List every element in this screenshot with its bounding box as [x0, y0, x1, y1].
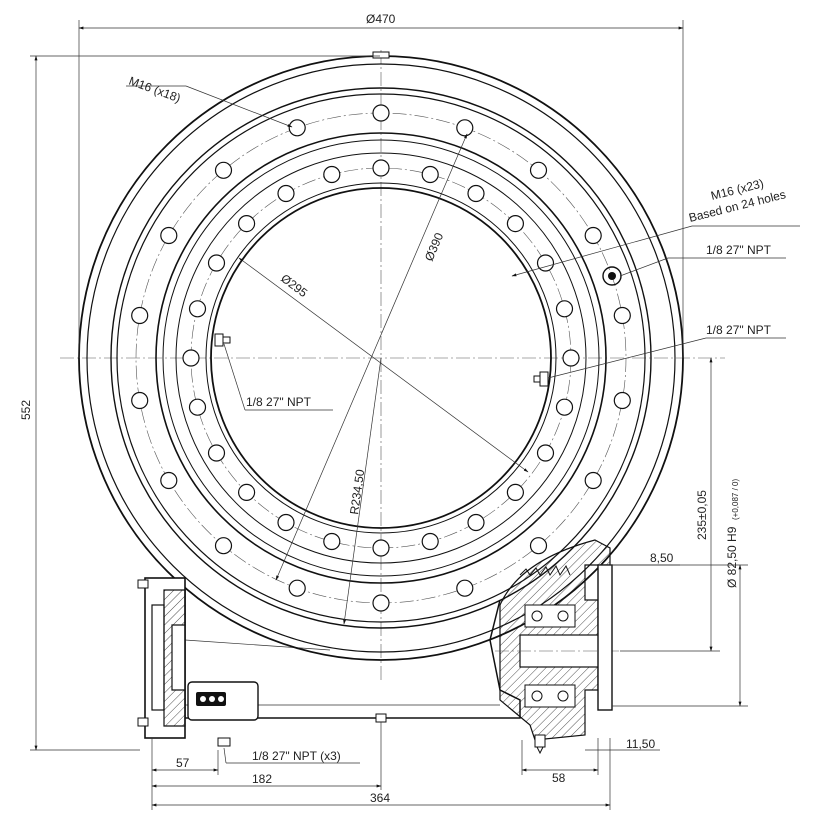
- bolt-hole: [277, 513, 295, 532]
- bolt-hole: [323, 165, 341, 184]
- bolt-hole: [555, 398, 574, 416]
- bolt-hole: [182, 349, 200, 367]
- npt-top-right-callout: 1/8 27" NPT: [706, 243, 772, 257]
- bolt-hole: [238, 483, 256, 501]
- bolt-hole: [536, 254, 555, 272]
- bolt-hole: [207, 444, 226, 462]
- inner-bore-label: Ø295: [278, 271, 310, 300]
- bolt-hole: [467, 513, 485, 532]
- bolt-hole: [506, 215, 525, 233]
- bolt-hole: [372, 594, 390, 612]
- left-flange: [137, 577, 186, 739]
- dimension-lines: [30, 20, 748, 810]
- bolt-hole: [584, 471, 602, 490]
- bolt-hole: [323, 532, 341, 551]
- bolt-circle-label: Ø390: [422, 230, 446, 263]
- shaft-tolerance-label: (+0,087 / 0): [731, 479, 740, 520]
- bolt-hole: [456, 579, 474, 597]
- bolt-hole: [467, 184, 485, 203]
- npt-left-callout: 1/8 27" NPT: [246, 395, 312, 409]
- bolt-hole: [372, 539, 390, 557]
- dim-182-label: 182: [252, 772, 272, 786]
- outer-bolt-holes: [131, 104, 631, 612]
- bolt-hole: [131, 306, 149, 325]
- bolt-hole: [421, 165, 439, 184]
- bolt-hole: [506, 483, 525, 501]
- bolt-hole: [529, 161, 548, 179]
- leader-lines: [126, 85, 800, 764]
- gear-section: [495, 539, 620, 755]
- bolt-hole: [456, 119, 474, 137]
- bolt-hole: [160, 226, 178, 245]
- dim-58-label: 58: [552, 771, 566, 785]
- npt-fitting-right: [533, 371, 549, 387]
- bolt-hole: [555, 300, 574, 318]
- dim-57-label: 57: [176, 756, 190, 770]
- bolt-hole: [288, 119, 306, 137]
- bolt-hole: [536, 444, 555, 462]
- bolt-hole: [421, 532, 439, 551]
- bolt-hole: [613, 306, 631, 325]
- bolt-hole: [188, 300, 207, 318]
- nameplate-icon: [187, 681, 259, 721]
- dim-8-50-label: 8,50: [650, 551, 674, 565]
- bolt-hole: [613, 391, 631, 410]
- bolt-hole: [214, 161, 233, 179]
- offset-label: 235±0,05: [695, 490, 709, 540]
- bolt-hole: [584, 226, 602, 245]
- npt-fitting-left: [214, 333, 231, 347]
- bolt-hole: [372, 104, 390, 122]
- bolt-hole: [238, 215, 256, 233]
- bolt-hole: [529, 537, 548, 555]
- bolt-hole: [160, 471, 178, 490]
- outer-holes-callout: M16 (x18): [127, 74, 183, 106]
- bolt-hole: [288, 579, 306, 597]
- outer-diameter-label: Ø470: [366, 12, 396, 26]
- bolt-hole: [131, 391, 149, 410]
- dim-11-50-label: 11,50: [626, 737, 655, 751]
- height-label: 552: [19, 400, 33, 420]
- grease-fitting-top-right: [602, 266, 622, 286]
- shaft-diameter-label: Ø 82,50 H9: [725, 526, 739, 588]
- npt-bottom-callout: 1/8 27" NPT (x3): [252, 749, 341, 763]
- bolt-hole: [277, 184, 295, 203]
- radius-label: R234,50: [347, 468, 367, 515]
- top-fitting: [372, 51, 390, 59]
- bolt-hole: [372, 159, 390, 177]
- bolt-hole: [562, 349, 580, 367]
- bolt-hole: [207, 254, 226, 272]
- bolt-hole: [214, 537, 233, 555]
- dim-364-label: 364: [370, 791, 390, 805]
- bolt-hole: [188, 398, 207, 416]
- npt-mid-right-callout: 1/8 27" NPT: [706, 323, 772, 337]
